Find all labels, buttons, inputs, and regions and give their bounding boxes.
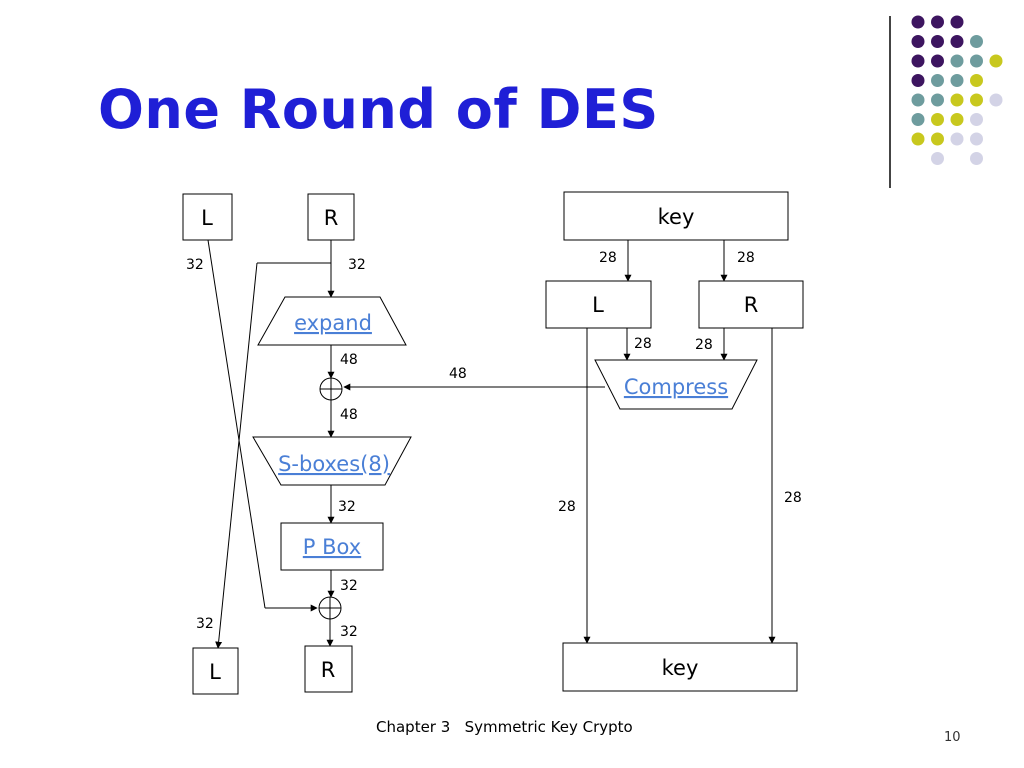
decorative-dot xyxy=(931,93,944,107)
decorative-dot xyxy=(911,54,925,68)
decorative-dot xyxy=(911,93,925,107)
decorative-dot xyxy=(950,93,964,107)
expand-link[interactable]: expand xyxy=(294,311,372,335)
title-divider-line xyxy=(889,16,891,188)
label-xor-48: 48 xyxy=(340,407,358,423)
sboxes-box xyxy=(252,436,412,486)
page-number: 10 xyxy=(944,730,961,745)
L-input-label: L xyxy=(201,206,213,230)
pbox-box xyxy=(280,522,384,571)
L-to-xor-line xyxy=(207,239,266,609)
key-L-box xyxy=(545,280,652,329)
decorative-dot xyxy=(931,15,944,29)
decorative-dot xyxy=(970,132,983,146)
decorative-dot xyxy=(911,74,925,87)
R-to-L-out-line xyxy=(215,262,258,649)
compress-box xyxy=(594,359,758,410)
decorative-dot xyxy=(970,93,983,107)
R-input-label: R xyxy=(324,206,339,230)
label-compress-48: 48 xyxy=(449,366,467,382)
label-sbox-32: 32 xyxy=(338,499,356,515)
label-keyR-28: 28 xyxy=(737,250,755,266)
label-R-compress-28: 28 xyxy=(695,337,713,353)
label-L-32: 32 xyxy=(186,257,204,273)
key-R-label: R xyxy=(744,293,759,317)
label-R-down-28: 28 xyxy=(784,490,802,506)
key-output-box xyxy=(562,642,798,692)
decorative-dot xyxy=(911,132,925,146)
sboxes-link[interactable]: S-boxes(8) xyxy=(278,452,390,476)
L-input-box xyxy=(182,193,233,241)
decorative-dot xyxy=(950,74,964,87)
decorative-dot xyxy=(911,35,925,48)
label-expand-48: 48 xyxy=(340,352,358,368)
decorative-dot xyxy=(989,54,1003,68)
label-Lout-32: 32 xyxy=(196,616,214,632)
label-xor2-32: 32 xyxy=(340,624,358,640)
label-L-down-28: 28 xyxy=(558,499,576,515)
R-input-box xyxy=(307,193,355,241)
xor-symbol-2 xyxy=(318,596,342,620)
label-pbox-32: 32 xyxy=(340,578,358,594)
decorative-dot xyxy=(931,54,944,68)
decorative-dot xyxy=(950,132,964,146)
decorative-dot xyxy=(911,113,925,126)
L-output-label: L xyxy=(209,660,221,684)
decorative-dot xyxy=(989,93,1003,107)
decorative-dot xyxy=(950,54,964,68)
label-keyL-28: 28 xyxy=(599,250,617,266)
key-input-label: key xyxy=(658,205,695,229)
expand-box xyxy=(257,296,407,346)
decorative-dot-grid xyxy=(911,15,1003,165)
L-output-box xyxy=(192,647,239,695)
pbox-link[interactable]: P Box xyxy=(303,535,361,559)
decorative-dot xyxy=(950,35,964,48)
decorative-dot xyxy=(931,132,944,146)
decorative-dot xyxy=(970,35,983,48)
compress-link[interactable]: Compress xyxy=(624,375,728,399)
key-L-label: L xyxy=(592,293,604,317)
decorative-dot xyxy=(970,113,983,126)
slide-title: One Round of DES xyxy=(98,78,659,141)
slide-footer: Chapter 3 Symmetric Key Crypto xyxy=(376,718,633,736)
label-R-32: 32 xyxy=(348,257,366,273)
decorative-dot xyxy=(931,152,944,165)
decorative-dot xyxy=(950,113,964,126)
xor-symbol-1 xyxy=(319,377,343,401)
R-output-label: R xyxy=(321,658,336,682)
R-output-box xyxy=(304,645,353,693)
decorative-dot xyxy=(970,74,983,87)
decorative-dot xyxy=(970,152,983,165)
decorative-dot xyxy=(931,74,944,87)
decorative-dot xyxy=(970,54,983,68)
decorative-dot xyxy=(911,15,925,29)
decorative-dot xyxy=(931,35,944,48)
decorative-dot xyxy=(931,113,944,126)
key-output-label: key xyxy=(662,656,699,680)
label-L-compress-28: 28 xyxy=(634,336,652,352)
decorative-dot xyxy=(950,15,964,29)
key-input-box xyxy=(563,191,789,241)
key-R-box xyxy=(698,280,804,329)
